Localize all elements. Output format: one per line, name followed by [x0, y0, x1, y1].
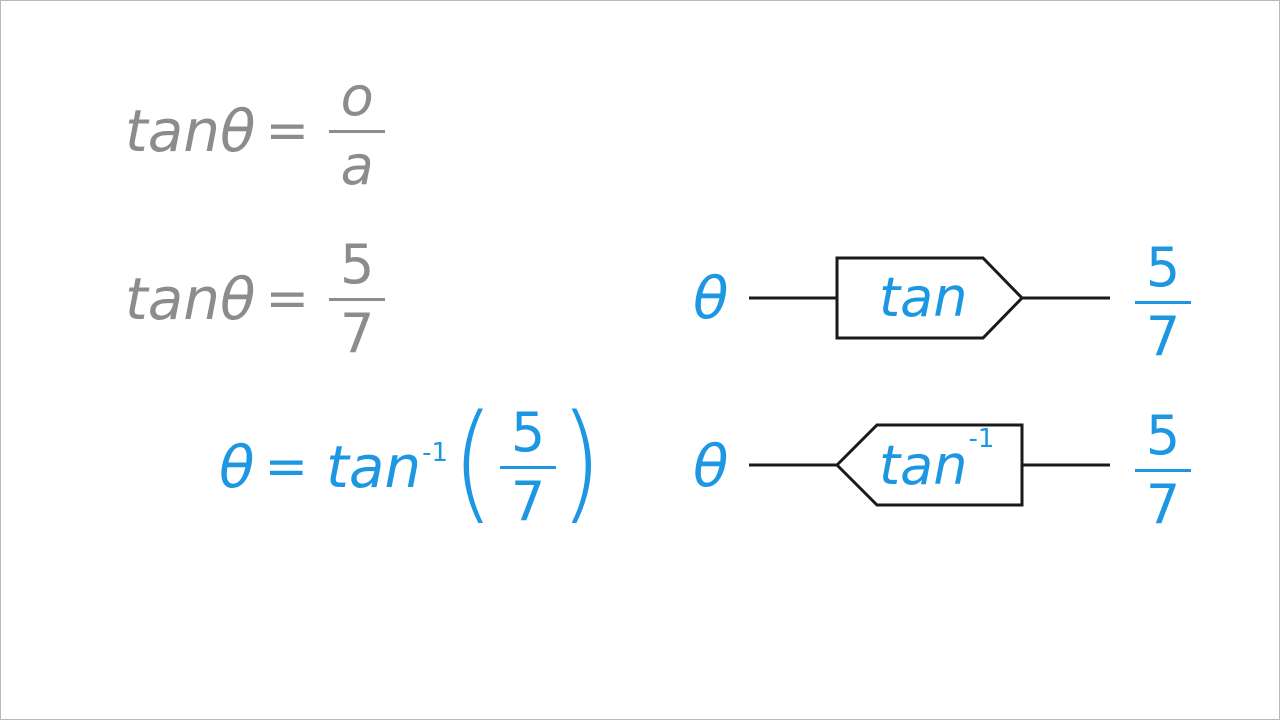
- tan-function: tan: [125, 265, 221, 333]
- fraction-denominator: 7: [339, 301, 375, 365]
- fraction-denominator: a: [340, 133, 374, 197]
- theta-variable: θ: [220, 265, 256, 333]
- fraction-numerator: 5: [339, 232, 375, 296]
- output-numerator: 5: [1145, 236, 1181, 299]
- inverse-input-theta: θ: [693, 432, 729, 500]
- output-denominator: 7: [1145, 305, 1181, 368]
- forward-output-fraction: 5 7: [1135, 241, 1191, 364]
- forward-input-theta: θ: [693, 264, 729, 332]
- tan-function: tan: [326, 433, 422, 501]
- inverse-output-fraction: 5 7: [1135, 409, 1191, 532]
- output-fraction-bar: [1135, 301, 1191, 304]
- fraction-bar: [329, 297, 386, 301]
- fraction-bar: [500, 465, 556, 469]
- output-fraction-bar: [1135, 469, 1191, 472]
- equals-sign: =: [265, 101, 310, 161]
- theta-variable: θ: [220, 97, 256, 165]
- inverse-box-func: tan: [879, 434, 968, 497]
- fraction-denominator: 7: [510, 469, 546, 533]
- fraction-opposite-adjacent: o a: [329, 64, 386, 197]
- output-denominator: 7: [1145, 473, 1181, 536]
- forward-box-label: tan: [879, 266, 968, 329]
- fraction-numerator: 5: [510, 400, 546, 464]
- inverse-box-exponent: -1: [968, 424, 995, 454]
- forward-tan-box: [835, 256, 1025, 340]
- tan-function: tan: [125, 97, 221, 165]
- fraction-five-sevenths: 5 7: [329, 232, 386, 365]
- fraction-bar: [329, 129, 386, 133]
- close-parenthesis: ): [559, 388, 603, 537]
- output-numerator: 5: [1145, 404, 1181, 467]
- inverse-box-label: tan-1: [879, 426, 994, 493]
- fraction-five-sevenths: 5 7: [500, 400, 556, 533]
- equation-inverse-tan: θ = tan-1 ( 5 7 ): [219, 399, 606, 533]
- open-parenthesis: (: [451, 388, 495, 537]
- theta-variable: θ: [219, 433, 255, 501]
- inverse-exponent: -1: [422, 438, 449, 468]
- equals-sign: =: [265, 269, 310, 329]
- equals-sign: =: [264, 437, 309, 497]
- fraction-numerator: o: [340, 64, 374, 128]
